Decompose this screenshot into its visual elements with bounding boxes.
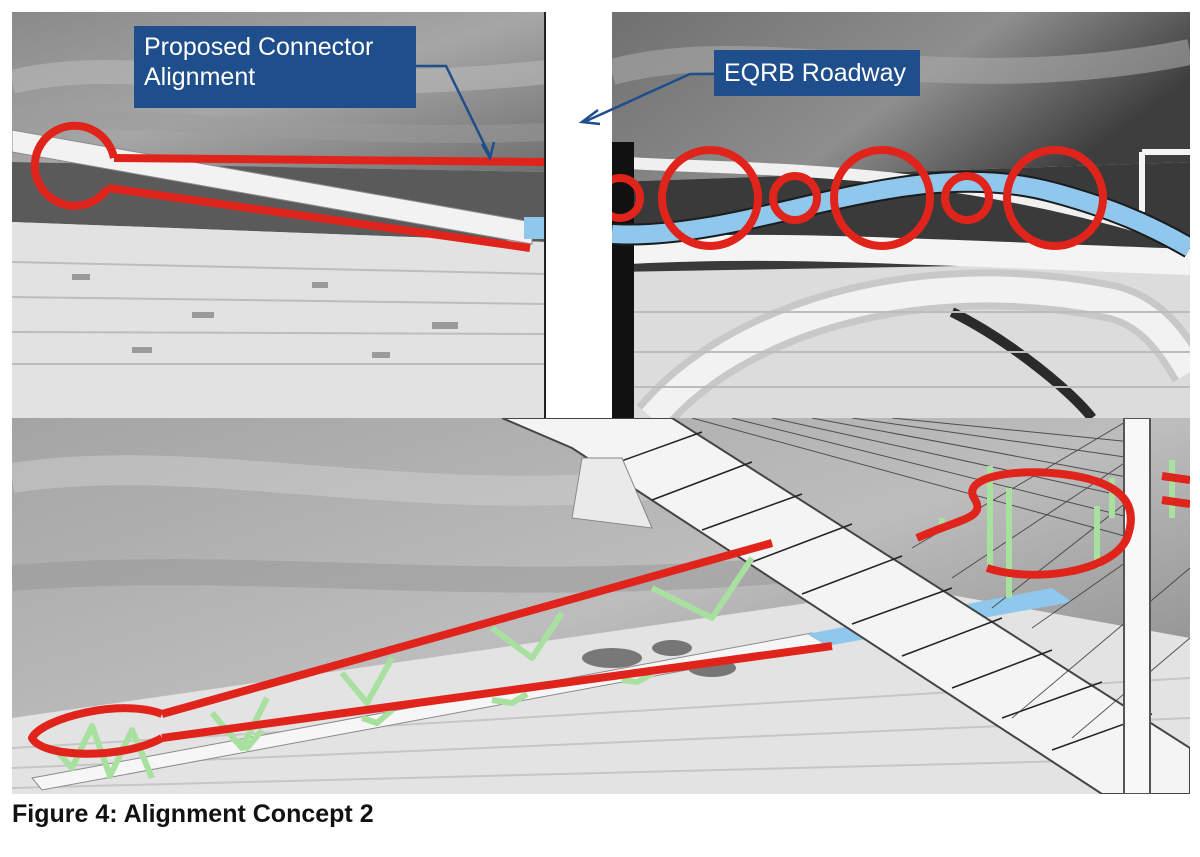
perspective-render	[12, 418, 1190, 794]
bridge-tower	[1123, 418, 1151, 794]
arrow-icon	[578, 109, 601, 126]
figure-caption: Figure 4: Alignment Concept 2	[12, 800, 374, 828]
perspective-render-panel	[12, 418, 1190, 794]
callout-connector-text: Proposed Connector Alignment	[144, 33, 374, 91]
connector-alignment-loops	[612, 146, 1107, 250]
support-struts	[49, 460, 1175, 780]
connector-alignment-top-left	[30, 121, 546, 252]
callout-proposed-connector-alignment: Proposed Connector Alignment	[134, 26, 416, 108]
eqrb-roadway-segment	[524, 217, 546, 239]
callout-eqrb-text: EQRB Roadway	[724, 59, 907, 87]
connector-alignment-perspective	[28, 468, 1190, 758]
bridge-deck	[501, 418, 1190, 794]
callout-eqrb-roadway: EQRB Roadway	[714, 50, 920, 96]
